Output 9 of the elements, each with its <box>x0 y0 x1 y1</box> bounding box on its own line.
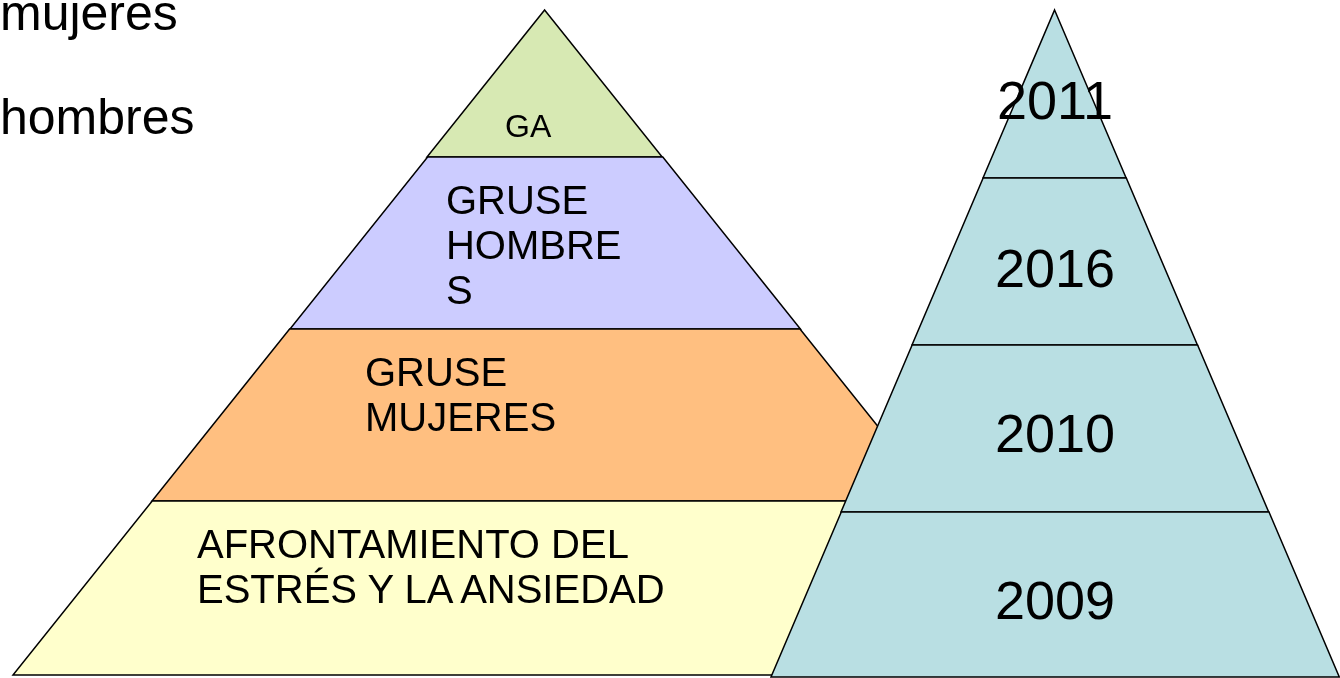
level-label: GRUSE HOMBRES <box>446 178 623 314</box>
text-label: mujeres <box>0 0 178 38</box>
level-label: GRUSE MUJERES <box>365 350 558 441</box>
level-label: AFRONTAMIENTO DEL ESTRÉS Y LA ANSIEDAD <box>197 522 666 613</box>
text-label: hombres <box>0 92 195 142</box>
level-label: 2009 <box>993 570 1117 631</box>
level-label: GA <box>505 108 553 145</box>
level-label: 2010 <box>993 403 1117 464</box>
level-label: 2016 <box>993 238 1117 299</box>
